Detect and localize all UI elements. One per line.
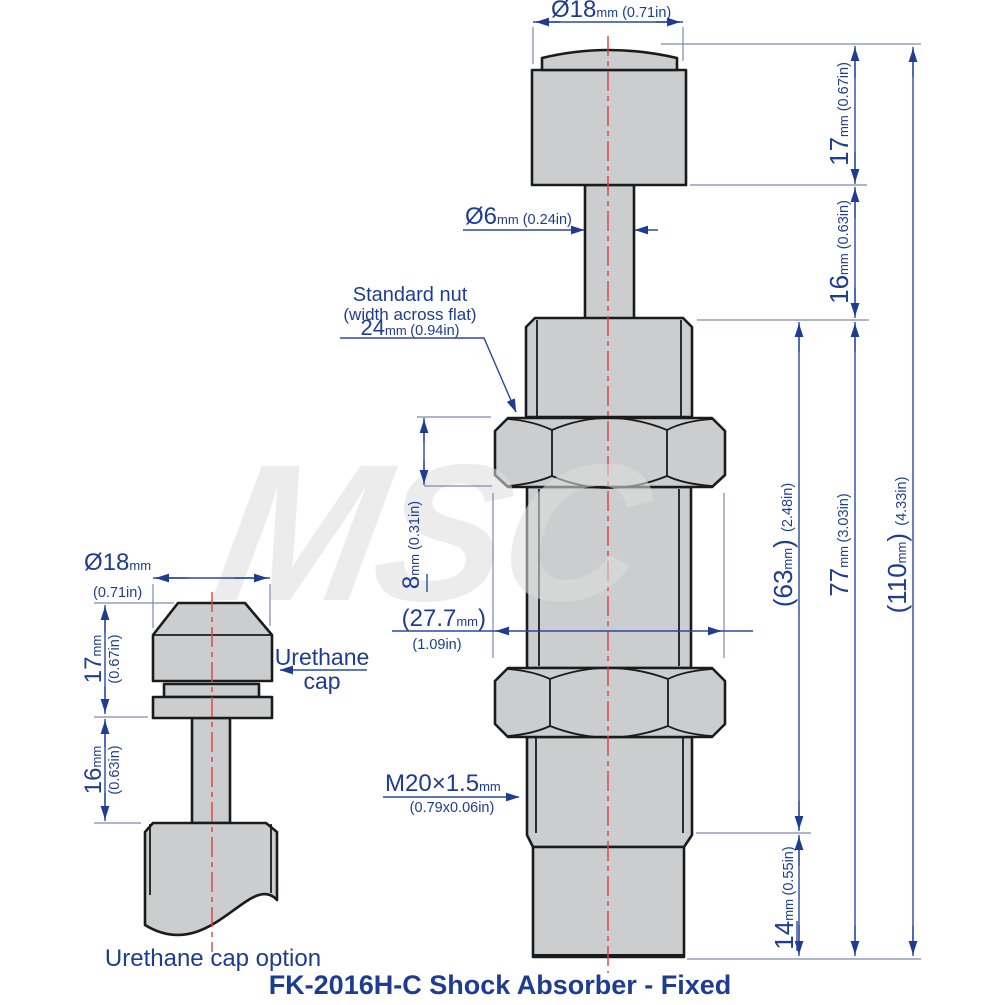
dim-rod-diameter: Ø6mm (0.24in) bbox=[463, 203, 658, 235]
watermark-text-shade: MSC bbox=[201, 423, 668, 641]
inset-dim-cap-height-inch: (0.67in) bbox=[107, 634, 123, 683]
inset-caption: Urethane cap option bbox=[105, 945, 321, 972]
crown-cap bbox=[540, 48, 679, 72]
rod-head bbox=[530, 68, 688, 187]
nut-callout-line1: Standard nut bbox=[353, 284, 468, 306]
dim-nut-height-label: 8mm (0.31in) bbox=[398, 501, 425, 589]
hex-nut-upper-facets bbox=[507, 417, 713, 489]
nut-callout-line2: (width across flat) bbox=[343, 305, 476, 324]
dim-overall-length: (110mm) (4.33in) bbox=[882, 47, 918, 956]
inset-view: Ø18mm (0.71in) 17mm (0.67in) 16mm (0.63i… bbox=[80, 549, 369, 972]
dim-tail-length: 14mm (0.55in) bbox=[769, 835, 804, 956]
dim-across-corners-inch: (1.09in) bbox=[412, 637, 461, 653]
dim-across-corners-label: (27.7mm) bbox=[402, 605, 486, 632]
urethane-cap-callout: Urethane cap bbox=[275, 644, 370, 694]
inset-dim-diameter-label: Ø18mm bbox=[84, 549, 151, 576]
threaded-body-lower bbox=[525, 735, 694, 849]
inset-body-broken bbox=[143, 821, 279, 937]
main-view-dimensions: Ø18mm (0.71in) Ø6mm (0.24in) Standard nu… bbox=[340, 0, 921, 960]
inset-dim-rod-length: 16mm (0.63in) bbox=[80, 719, 123, 821]
inset-body-lines bbox=[149, 824, 272, 895]
body-tube-lines bbox=[538, 489, 680, 666]
urethane-cap-line1: Urethane bbox=[275, 644, 370, 670]
dim-rod-diameter-label: Ø6mm (0.24in) bbox=[465, 203, 572, 230]
piston-rod bbox=[583, 183, 636, 322]
thread-callout: M20×1.5mm (0.79x0.06in) bbox=[383, 770, 520, 816]
threaded-body-upper bbox=[524, 316, 694, 419]
dim-nut-height: 8mm (0.31in) bbox=[398, 418, 429, 592]
dim-mount-length: 77mm (3.03in) bbox=[824, 322, 860, 956]
dim-body-length: (63mm) (2.48in) bbox=[768, 322, 804, 831]
dim-cap-height-label: 17mm (0.67in) bbox=[824, 62, 854, 166]
hex-nut-lower bbox=[493, 666, 727, 739]
dim-mount-length-label: 77mm (3.03in) bbox=[824, 493, 854, 596]
main-view-body bbox=[493, 36, 727, 973]
extension-lines bbox=[417, 27, 921, 960]
watermark-text-light: MSC bbox=[201, 423, 668, 641]
inset-dim-rod-length-label: 16mm bbox=[80, 746, 107, 794]
dim-top-diameter-label: Ø18mm (0.71in) bbox=[551, 0, 671, 23]
dim-tail-length-label: 14mm (0.55in) bbox=[769, 846, 799, 949]
inset-dim-cap-height-label: 17mm bbox=[80, 635, 107, 683]
inset-dim-cap-height: 17mm (0.67in) bbox=[80, 605, 123, 714]
dim-rod-length: 16mm (0.63in) bbox=[824, 187, 860, 318]
upper-thread-lines bbox=[536, 320, 682, 416]
thread-callout-label: M20×1.5mm bbox=[385, 770, 501, 797]
nut-callout-size: 24mm (0.94in) bbox=[361, 315, 460, 340]
urethane-cap-line2: cap bbox=[303, 668, 340, 694]
inset-extension-lines bbox=[94, 584, 271, 824]
nut-callout: Standard nut (width across flat) 24mm (0… bbox=[340, 284, 517, 413]
drawing-title: FK-2016H-C Shock Absorber - Fixed bbox=[269, 970, 732, 1000]
inset-dim-rod-length-inch: (0.63in) bbox=[107, 745, 123, 794]
thread-callout-inch: (0.79x0.06in) bbox=[410, 800, 495, 816]
dim-overall-length-label: (110mm) (4.33in) bbox=[882, 477, 912, 614]
dim-cap-height: 17mm (0.67in) bbox=[824, 46, 860, 184]
lower-thread-lines bbox=[535, 738, 684, 833]
dim-across-corners: (27.7mm) (1.09in) bbox=[392, 605, 753, 653]
dim-body-length-label: (63mm) (2.48in) bbox=[768, 483, 798, 607]
inset-rod bbox=[190, 716, 232, 825]
watermark: MSC MSC bbox=[201, 423, 668, 641]
dim-rod-length-label: 16mm (0.63in) bbox=[824, 200, 854, 304]
inset-dim-diameter-inch: (0.71in) bbox=[93, 585, 142, 601]
inset-dim-diameter: Ø18mm (0.71in) bbox=[84, 549, 270, 601]
dim-top-diameter: Ø18mm (0.71in) bbox=[533, 0, 683, 27]
